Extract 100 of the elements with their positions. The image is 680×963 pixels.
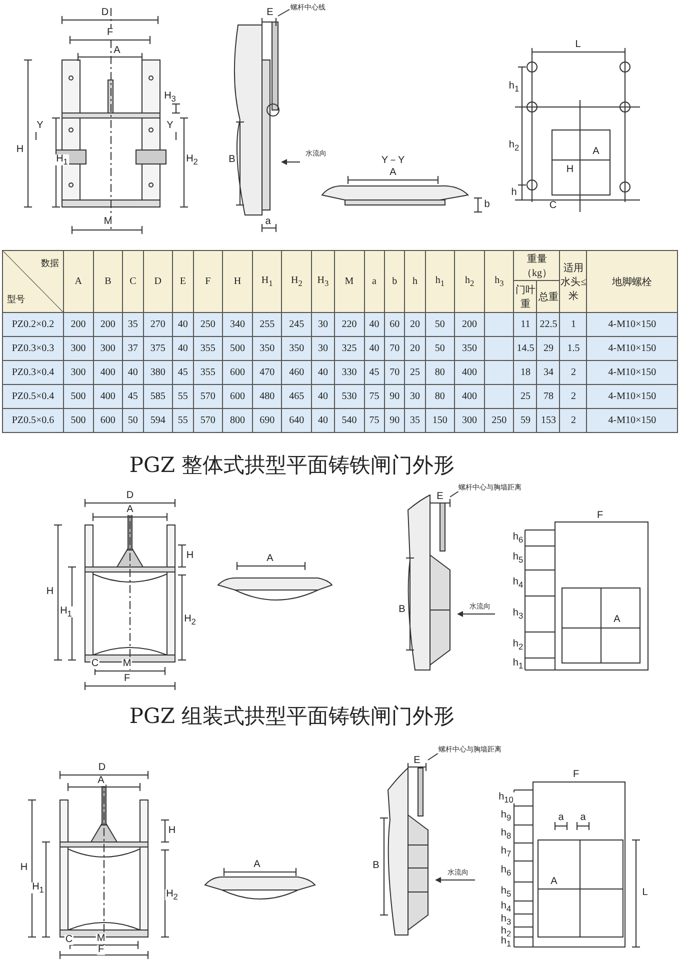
dimension-label: h$_{1}$ [512,658,524,670]
dimension-label: h$_{5}$ [500,886,512,898]
dimension-label: H$_{1}$ [55,154,69,166]
table-cell: 80 [425,384,455,408]
table-cell: 25 [404,360,426,384]
table-cell: 340 [222,312,252,336]
table-cell: 255 [252,312,282,336]
table-cell: 270 [143,312,173,336]
table-cell: 300 [93,336,123,360]
table-cell: 690 [252,408,282,432]
dimension-label: H [15,145,25,155]
column-header-cell: H$_{3}$ [311,250,334,312]
dimension-label: a [557,813,565,823]
column-header-cell: H$_{1}$ [252,250,282,312]
table-cell: 4-M10×150 [586,336,678,360]
table-cell: 500 [222,336,252,360]
table-cell: 40 [311,384,334,408]
table-cell: 500 [64,408,94,432]
table-cell: 70 [384,360,405,384]
table-cell: 500 [64,384,94,408]
dimension-label: F [596,511,604,521]
table-cell: 90 [384,384,405,408]
dimension-label: h$_{6}$ [512,532,524,544]
table-cell: 355 [193,336,223,360]
table-cell: 400 [454,384,484,408]
dimension-label: h$_{2}$ [512,639,524,651]
table-cell: 40 [364,312,384,336]
column-header-cell: H$_{2}$ [282,250,312,312]
dimension-label: A [112,46,122,56]
column-header-cell: B [93,250,123,312]
table-cell: 585 [143,384,173,408]
table-cell: 40 [311,408,334,432]
column-header-cell: b [384,250,405,312]
dimension-label: M [96,934,106,944]
table-cell: 600 [222,384,252,408]
dimension-label: F [572,770,580,780]
table-cell: 2 [560,360,587,384]
table-cell: 78 [536,384,560,408]
header-text: 型号 [7,293,25,306]
table-cell: 470 [252,360,282,384]
table-cell: 14.5 [514,336,537,360]
dimension-label: a [579,813,587,823]
dimension-label: H$_{1}$ [31,882,45,894]
table-cell: 29 [536,336,560,360]
table-cell: 35 [404,408,426,432]
dimension-label: A [96,776,106,786]
header-text: 数据 [41,257,59,270]
dimension-label: H$_{1}$ [59,606,73,618]
dimension-label: M [102,217,114,227]
table-cell: 30 [311,312,334,336]
table-cell: 1 [560,312,587,336]
table-cell: 4-M10×150 [586,312,678,336]
section-heading: PGZ 组装式拱型平面铸铁闸门外形 [129,703,455,730]
table-cell: 20 [404,336,426,360]
table-cell: 350 [454,336,484,360]
table-cell: 153 [536,408,560,432]
table-cell: 325 [334,336,364,360]
column-header-cell: a [364,250,384,312]
column-header-cell: 门叶重 [514,280,537,312]
table-cell: 40 [172,336,194,360]
table-cell: 350 [282,336,312,360]
dimension-label: M [122,659,132,669]
table-cell: 75 [364,384,384,408]
table-cell: 594 [143,408,173,432]
dimension-label: H [167,826,177,836]
table-cell: 45 [364,360,384,384]
dimension-label: Y [36,121,44,131]
table-cell: PZ0.5×0.6 [2,408,64,432]
dimension-label: C [90,659,100,669]
section-heading: PGZ 整体式拱型平面铸铁闸门外形 [129,452,455,479]
dimension-label: B [398,605,406,615]
dimension-label: D [97,763,107,773]
dimension-label: C [64,935,74,945]
table-cell: 45 [172,360,194,384]
dimension-label: A [592,147,600,157]
table-cell: 600 [222,360,252,384]
column-header-cell: 重量（kg） [514,250,560,280]
table-cell: 40 [122,360,144,384]
table-cell: 800 [222,408,252,432]
dimension-label: A [266,554,274,564]
table-cell: 59 [514,408,537,432]
dimension-label: L [641,888,649,898]
dimension-label: H [185,551,195,561]
column-header-cell: 适用水头≤米 [560,250,587,312]
dimension-label: h$_{2}$ [500,926,512,938]
table-cell: 465 [282,384,312,408]
table-cell: 30 [311,336,334,360]
dimension-label: h$_{6}$ [500,865,512,877]
dimension-label: D [100,8,110,18]
dimension-label: h$_{9}$ [500,810,512,822]
dimension-label: Y [166,121,174,131]
table-cell: 20 [404,312,426,336]
dimension-label: h$_{5}$ [512,552,524,564]
table-cell: 300 [64,336,94,360]
dimension-label: A [126,505,134,515]
dimension-label: E [412,756,422,766]
table-cell: 11 [514,312,537,336]
dimension-label: h [510,188,518,198]
table-cell: 34 [536,360,560,384]
dimension-label: E [436,492,444,502]
